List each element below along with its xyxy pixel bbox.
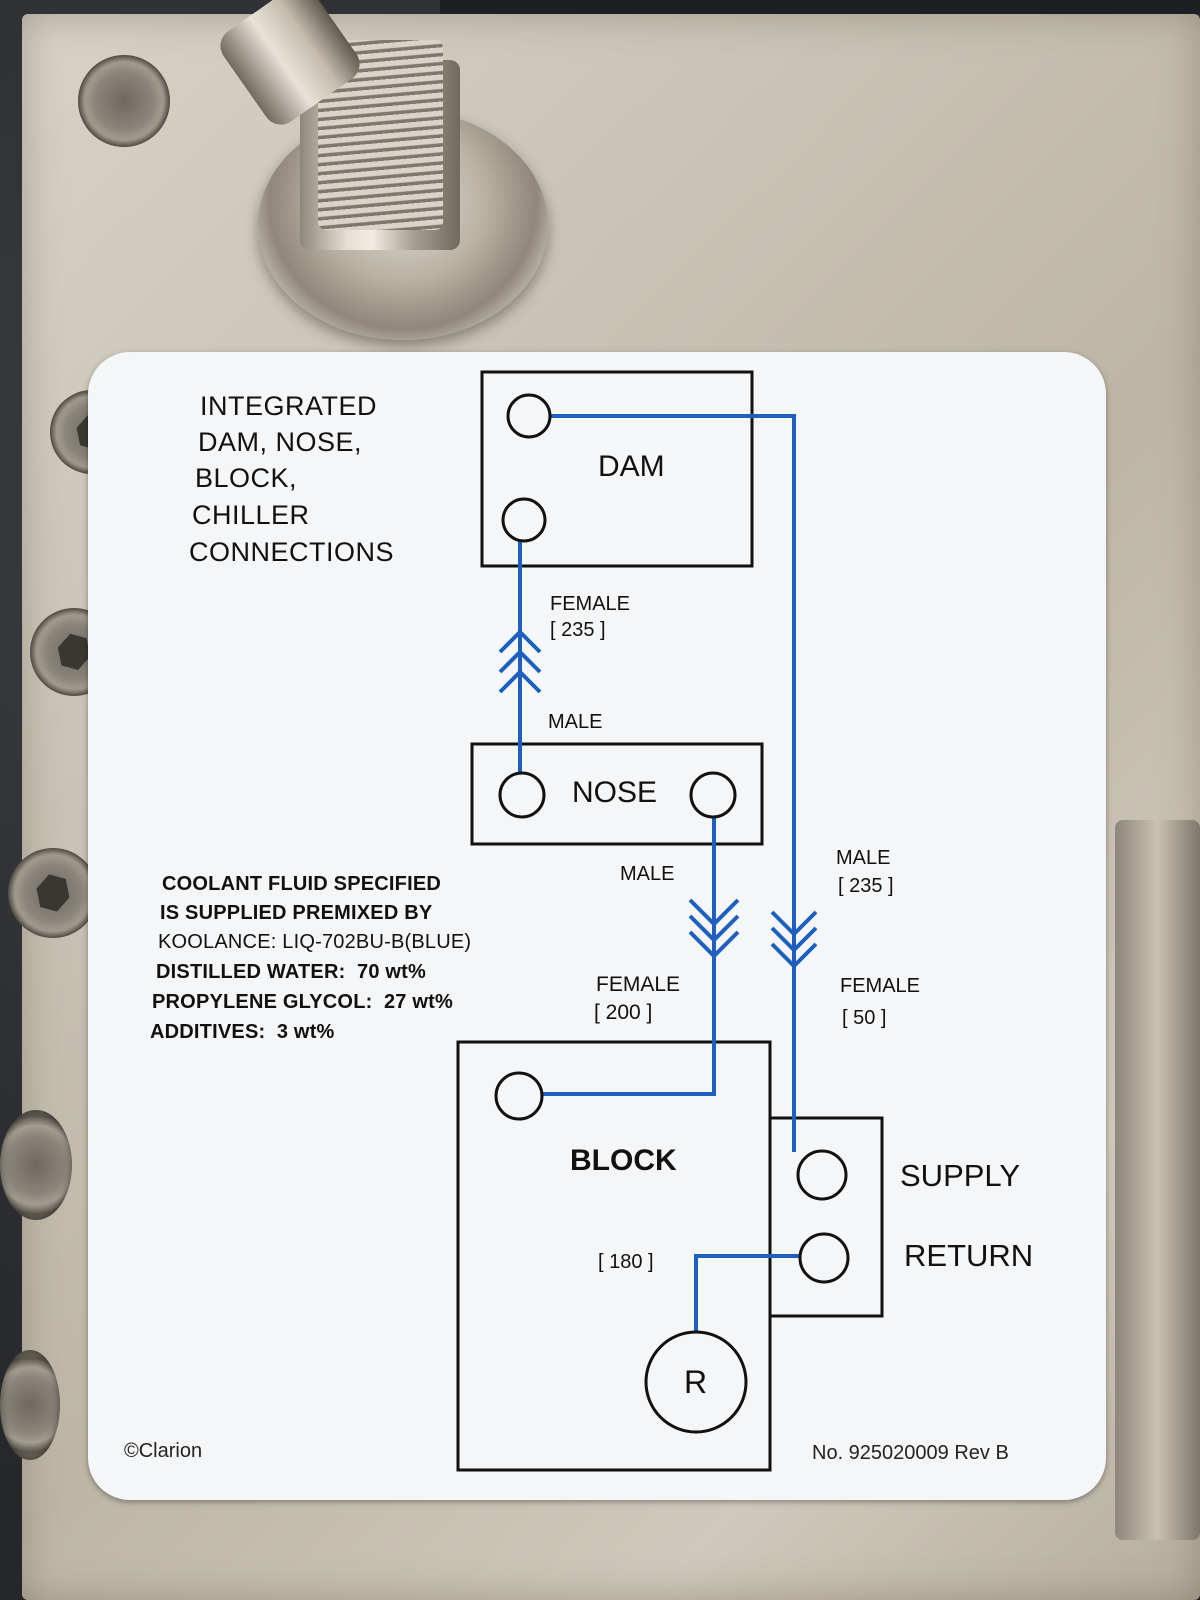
nose-block-female: FEMALE — [596, 973, 681, 996]
supply-female: FEMALE — [840, 975, 921, 997]
supply-male-value: [ 235 ] — [838, 875, 894, 897]
hex-socket-icon — [32, 872, 74, 914]
r-circle — [644, 1330, 748, 1434]
dam-port-1 — [506, 393, 552, 439]
supply-male: MALE — [836, 847, 891, 869]
diagram-lines — [456, 370, 884, 1472]
block-label: BLOCK — [570, 1144, 677, 1177]
return-port — [798, 1232, 850, 1284]
screw-3 — [8, 848, 98, 938]
side-bracket — [1115, 820, 1200, 1540]
block-port — [494, 1071, 544, 1121]
part-number: No. 925020009 Rev B — [812, 1442, 1009, 1464]
supply-label: SUPPLY — [900, 1158, 1021, 1193]
nose-block-male: MALE — [620, 863, 675, 885]
coolant-line-6: ADDITIVES: 3 wt% — [150, 1021, 335, 1043]
dam-to-supply-line — [548, 414, 796, 1152]
coolant-line-2: IS SUPPLIED PREMIXED BY — [160, 902, 433, 924]
connection-label: INTEGRATED DAM, NOSE, BLOCK, CHILLER CON… — [88, 352, 1106, 1500]
chevron-down-icon — [688, 898, 740, 959]
supply-port — [796, 1149, 848, 1201]
r-label: R — [684, 1364, 708, 1400]
supply-return-box — [768, 1116, 884, 1318]
chevron-up-icon — [498, 629, 542, 694]
chevron-down-icon — [770, 910, 818, 969]
dam-label: DAM — [598, 450, 665, 483]
title-line-1: INTEGRATED — [200, 391, 378, 421]
title-line-3: BLOCK, — [195, 463, 298, 493]
coolant-line-1: COOLANT FLUID SPECIFIED — [162, 873, 442, 895]
screw-4 — [0, 1110, 72, 1220]
dam-nose-female-value: [ 235 ] — [550, 619, 606, 641]
nose-port-1 — [498, 771, 546, 819]
title-line-5: CONNECTIONS — [189, 537, 395, 567]
block-value: [ 180 ] — [598, 1251, 654, 1273]
dam-nose-female: FEMALE — [550, 593, 631, 615]
screw-5 — [0, 1350, 60, 1460]
coolant-line-4: DISTILLED WATER: 70 wt% — [156, 961, 426, 983]
nose-label: NOSE — [572, 776, 658, 809]
top-edge-object — [440, 0, 1200, 14]
return-label: RETURN — [904, 1238, 1034, 1273]
return-to-r-line — [694, 1254, 824, 1332]
dam-port-2 — [501, 497, 547, 543]
supply-female-value: [ 50 ] — [842, 1007, 887, 1029]
nose-block-female-value: [ 200 ] — [594, 1001, 653, 1024]
title-line-4: CHILLER — [192, 500, 310, 530]
dam-box — [480, 370, 754, 568]
mounting-hole-top — [78, 55, 170, 147]
coolant-line-3: KOOLANCE: LIQ-702BU-B(BLUE) — [158, 931, 472, 953]
nose-box — [470, 742, 764, 846]
copyright: ©Clarion — [124, 1440, 203, 1462]
dam-nose-male: MALE — [548, 711, 603, 733]
nose-to-block-line — [530, 794, 716, 1096]
coolant-line-5: PROPYLENE GLYCOL: 27 wt% — [152, 991, 453, 1013]
title-line-2: DAM, NOSE, — [198, 427, 363, 457]
nose-port-2 — [689, 771, 737, 819]
